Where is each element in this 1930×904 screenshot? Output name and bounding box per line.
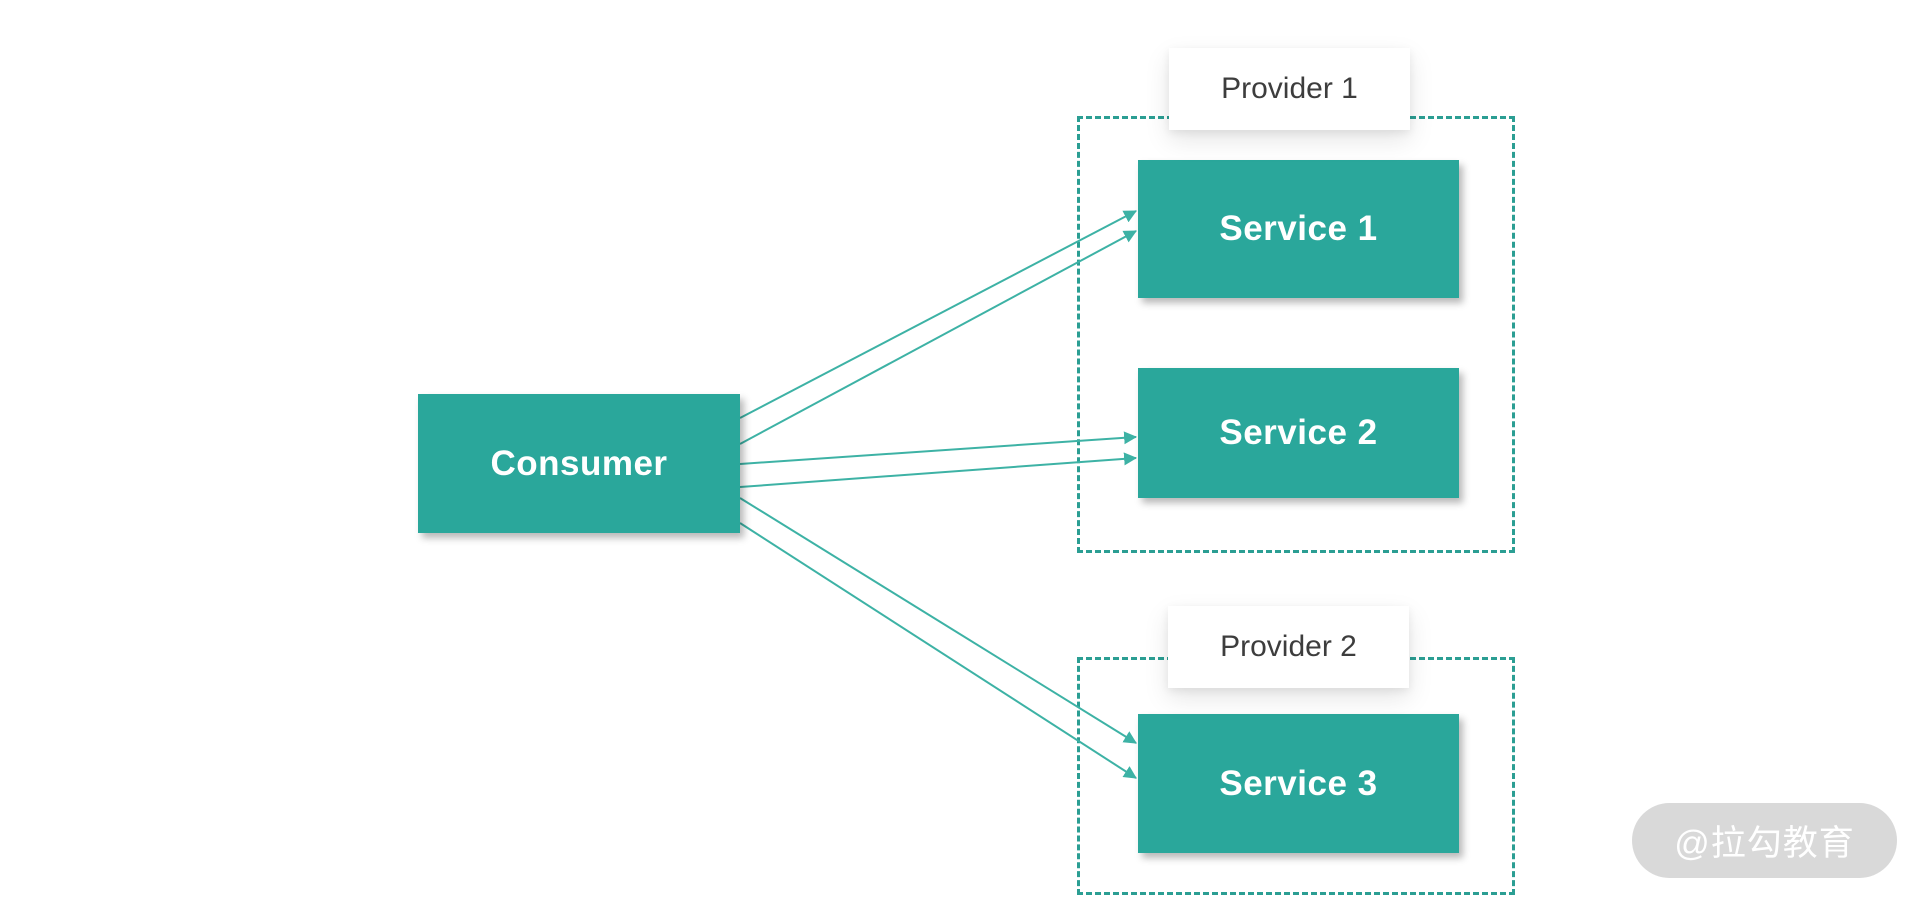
provider-1-label: Provider 1 — [1221, 72, 1358, 105]
service-3-label: Service 3 — [1219, 763, 1378, 803]
service-1-label: Service 1 — [1219, 209, 1378, 248]
watermark-badge: @拉勾教育 — [1632, 803, 1897, 878]
provider-2-label-card: Provider 2 — [1168, 606, 1409, 688]
consumer-node: Consumer — [418, 394, 740, 533]
watermark-label: @拉勾教育 — [1674, 824, 1855, 863]
service-1-node: Service 1 — [1138, 160, 1459, 298]
provider-1-label-card: Provider 1 — [1169, 48, 1410, 130]
service-2-label: Service 2 — [1219, 413, 1378, 452]
provider-2-label: Provider 2 — [1220, 630, 1357, 663]
service-2-node: Service 2 — [1138, 368, 1459, 498]
service-3-node: Service 3 — [1138, 714, 1459, 853]
consumer-label: Consumer — [490, 443, 668, 483]
